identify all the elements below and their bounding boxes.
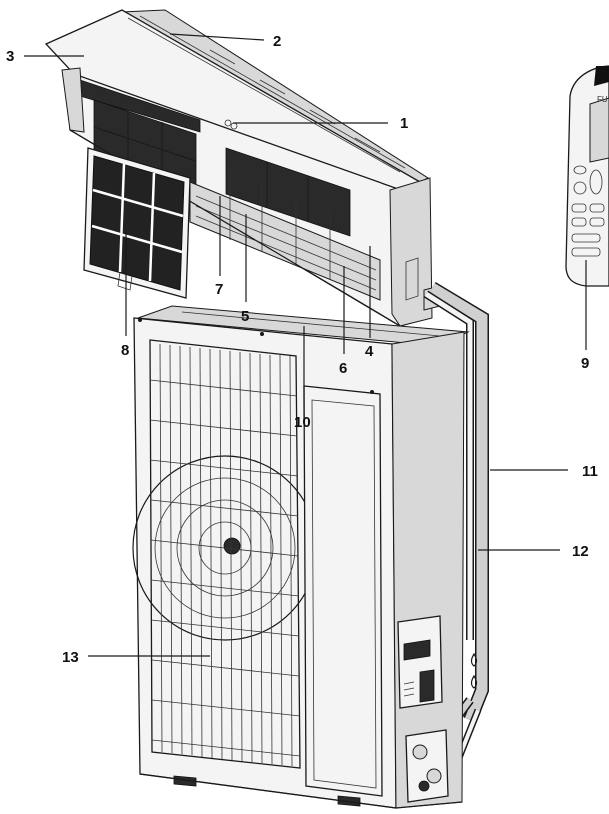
callout-8: 8: [121, 342, 129, 359]
indoor-unit: [44, 9, 441, 327]
outdoor-unit: [132, 305, 470, 809]
callout-6: 6: [339, 360, 347, 377]
callout-11: 11: [582, 463, 598, 480]
callout-13: 13: [62, 649, 79, 666]
callout-4: 4: [365, 343, 374, 360]
air-filter: [83, 147, 191, 299]
remote-brand-label: FU: [597, 95, 608, 104]
remote-control: FU: [565, 65, 609, 287]
leader-lines: [24, 33, 587, 657]
callout-3: 3: [6, 48, 14, 65]
callout-7: 7: [215, 281, 223, 298]
callout-1: 1: [400, 115, 408, 132]
callout-2: 2: [273, 33, 281, 50]
callout-9: 9: [581, 355, 589, 372]
fan-grille: [132, 339, 318, 769]
callout-10: 10: [294, 414, 311, 431]
water-drop-icon: [470, 652, 478, 667]
callout-12: 12: [572, 543, 589, 560]
callout-labels: 1 2 3 4 5 6 7 8 9 10 11 12 13: [6, 33, 598, 666]
service-valves: [405, 729, 449, 803]
inner-filter-left: [93, 99, 197, 189]
inner-filter-right: [225, 147, 351, 237]
water-drop-icon: [470, 674, 478, 689]
display-sensor-icon: [224, 119, 232, 127]
callout-5: 5: [241, 308, 249, 325]
